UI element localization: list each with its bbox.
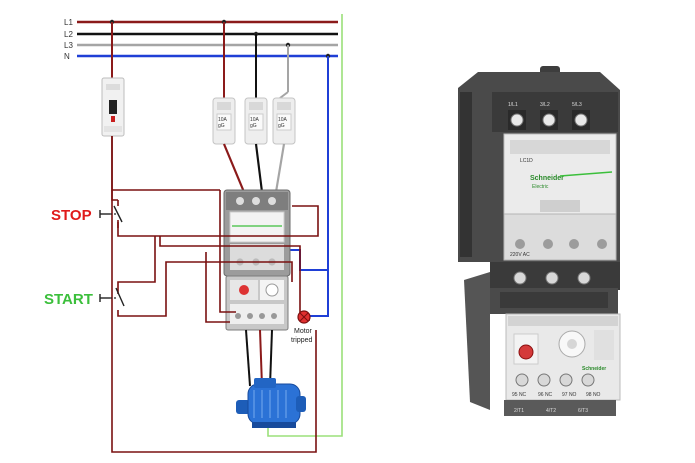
control-wire-main xyxy=(111,136,220,191)
overload-relay-diagram xyxy=(225,275,289,331)
contactor-diagram xyxy=(223,189,291,277)
stop-to-start-wire xyxy=(117,205,319,237)
terminal-bottom-2: 4/T2 xyxy=(546,408,556,414)
relay-terminal-96: 96 NC xyxy=(538,392,553,398)
terminal-bottom-3: 6/T3 xyxy=(578,408,588,414)
photo-coil-voltage: 220V AC xyxy=(510,252,530,258)
fuse-l1: 10A gG xyxy=(212,97,236,145)
bus-label-l3: L3 xyxy=(64,41,73,50)
neutral-wire xyxy=(288,56,329,271)
control-circuit-breaker xyxy=(101,77,125,137)
stop-label: STOP xyxy=(51,207,92,224)
svg-text:10A: 10A xyxy=(278,117,288,123)
neutral-wire-relay xyxy=(310,270,329,317)
terminal-top-1: 1/L1 xyxy=(508,102,518,108)
photo-brand: Schneider xyxy=(530,175,564,182)
start-label: START xyxy=(44,291,93,308)
fuse-l3: 10A gG xyxy=(272,97,296,145)
svg-text:gG: gG xyxy=(250,123,257,129)
start-button-symbol: START xyxy=(44,287,125,308)
stop-button-symbol: STOP xyxy=(51,200,123,228)
photo-brand-sub: Electric xyxy=(532,184,549,190)
motor-tripped-indicator: Motor tripped xyxy=(291,310,313,344)
motor-tripped-label-line1: Motor xyxy=(294,328,313,335)
fuse-l2: 10A gG xyxy=(244,97,268,145)
terminal-top-3: 5/L3 xyxy=(572,102,582,108)
relay-brand: Schneider xyxy=(582,366,606,372)
bus-label-l2: L2 xyxy=(64,30,73,39)
svg-text:10A: 10A xyxy=(250,117,260,123)
motor-tripped-label-line2: tripped xyxy=(291,337,313,344)
contactor-product-photo: 1/L1 3/L2 5/L3 LC1D Schneider Electric 2… xyxy=(458,66,621,416)
svg-text:gG: gG xyxy=(218,123,225,129)
bus-label-l1: L1 xyxy=(64,18,73,27)
terminal-top-2: 3/L2 xyxy=(540,102,550,108)
motor-icon xyxy=(236,378,306,428)
bus-label-n: N xyxy=(64,52,70,61)
relay-terminal-97: 97 NO xyxy=(562,392,577,398)
relay-terminal-98: 98 NO xyxy=(586,392,601,398)
relay-terminal-95: 95 NC xyxy=(512,392,527,398)
power-bus: L1 L2 L3 N xyxy=(64,18,338,61)
terminal-bottom-1: 2/T1 xyxy=(514,408,524,414)
svg-text:gG: gG xyxy=(278,123,285,129)
fuse-holders: 10A gG 10A gG 10A gG xyxy=(212,97,296,145)
svg-text:10A: 10A xyxy=(218,117,228,123)
photo-model: LC1D xyxy=(520,158,533,164)
